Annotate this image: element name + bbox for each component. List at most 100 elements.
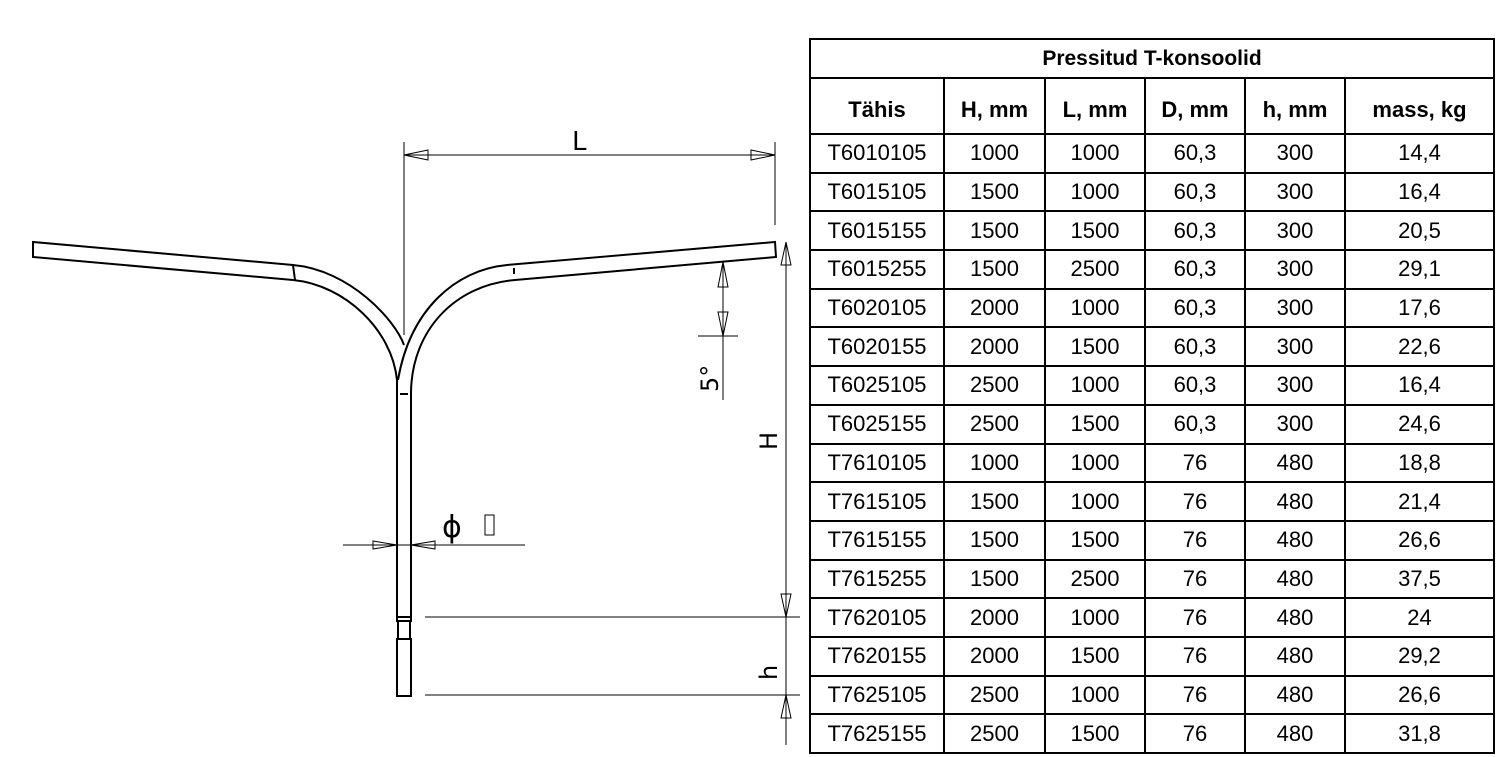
- cell-length: 1500: [1044, 635, 1146, 677]
- cell-base-height: 300: [1244, 171, 1346, 213]
- cell-length: 1000: [1044, 365, 1146, 406]
- cell-diameter: 60,3: [1144, 249, 1246, 290]
- cell-diameter: 76: [1144, 635, 1246, 677]
- cell-length: 1500: [1044, 713, 1146, 754]
- cell-length: 1000: [1044, 674, 1146, 716]
- column-header-diameter: D, mm: [1144, 77, 1246, 135]
- cell-diameter: 60,3: [1144, 403, 1246, 445]
- column-header-length: L, mm: [1044, 77, 1146, 135]
- cell-length: 2500: [1044, 558, 1146, 600]
- cell-diameter: 76: [1144, 597, 1246, 638]
- label-diameter: ϕ: [442, 510, 462, 545]
- cell-length: 2500: [1044, 249, 1146, 290]
- cell-code: T7625105: [809, 674, 945, 716]
- cell-code: T7615155: [809, 519, 945, 561]
- cell-length: 1500: [1044, 210, 1146, 252]
- cell-mass: 29,1: [1344, 249, 1495, 290]
- cell-height: 1500: [943, 249, 1046, 290]
- cell-mass: 26,6: [1344, 674, 1495, 716]
- cell-code: T7625155: [809, 713, 945, 754]
- cell-diameter: 60,3: [1144, 326, 1246, 368]
- cell-height: 1500: [943, 558, 1046, 600]
- cell-base-height: 480: [1244, 713, 1346, 754]
- label-h: h: [755, 665, 783, 680]
- cell-code: T6015155: [809, 210, 945, 252]
- label-angle: 5°: [696, 365, 724, 392]
- column-header-code: Tähis: [809, 77, 945, 135]
- cell-base-height: 300: [1244, 249, 1346, 290]
- cell-height: 1500: [943, 171, 1046, 213]
- cell-height: 1000: [943, 442, 1046, 484]
- cell-diameter: 60,3: [1144, 365, 1246, 406]
- cell-mass: 37,5: [1344, 558, 1495, 600]
- cell-diameter: 76: [1144, 481, 1246, 522]
- cell-height: 2500: [943, 365, 1046, 406]
- cell-mass: 16,4: [1344, 171, 1495, 213]
- cell-height: 1500: [943, 519, 1046, 561]
- cell-length: 1500: [1044, 326, 1146, 368]
- cell-length: 1000: [1044, 442, 1146, 484]
- cell-diameter: 76: [1144, 558, 1246, 600]
- column-header-base-height: h, mm: [1244, 77, 1346, 135]
- cell-mass: 29,2: [1344, 635, 1495, 677]
- cell-base-height: 300: [1244, 133, 1346, 174]
- column-header-height: H, mm: [943, 77, 1046, 135]
- cell-code: T7610105: [809, 442, 945, 484]
- cell-length: 1000: [1044, 287, 1146, 329]
- cell-mass: 22,6: [1344, 326, 1495, 368]
- t-bracket-drawing: L 5° H h ϕ: [32, 127, 800, 745]
- cell-base-height: 300: [1244, 287, 1346, 329]
- cell-mass: 24,6: [1344, 403, 1495, 445]
- cell-base-height: 300: [1244, 365, 1346, 406]
- cell-base-height: 480: [1244, 558, 1346, 600]
- cell-mass: 17,6: [1344, 287, 1495, 329]
- cell-diameter: 60,3: [1144, 171, 1246, 213]
- cell-length: 1000: [1044, 481, 1146, 522]
- cell-diameter: 76: [1144, 519, 1246, 561]
- cell-base-height: 480: [1244, 519, 1346, 561]
- cell-length: 1000: [1044, 133, 1146, 174]
- cell-length: 1000: [1044, 171, 1146, 213]
- cell-base-height: 480: [1244, 635, 1346, 677]
- dimension-lines: [343, 142, 800, 745]
- cell-mass: 24: [1344, 597, 1495, 638]
- cell-mass: 16,4: [1344, 365, 1495, 406]
- cell-base-height: 300: [1244, 210, 1346, 252]
- cell-height: 2500: [943, 713, 1046, 754]
- cell-base-height: 480: [1244, 442, 1346, 484]
- cell-mass: 21,4: [1344, 481, 1495, 522]
- label-H: H: [755, 432, 783, 450]
- cell-height: 2000: [943, 287, 1046, 329]
- cell-diameter: 76: [1144, 674, 1246, 716]
- cell-height: 2000: [943, 635, 1046, 677]
- cell-code: T7615105: [809, 481, 945, 522]
- cell-code: T6015255: [809, 249, 945, 290]
- cell-base-height: 480: [1244, 481, 1346, 522]
- cell-mass: 20,5: [1344, 210, 1495, 252]
- cell-diameter: 76: [1144, 713, 1246, 754]
- cell-base-height: 480: [1244, 597, 1346, 638]
- cell-diameter: 60,3: [1144, 133, 1246, 174]
- cell-code: T6020105: [809, 287, 945, 329]
- cell-height: 2500: [943, 674, 1046, 716]
- cell-diameter: 60,3: [1144, 287, 1246, 329]
- bracket-outline: [32, 240, 778, 697]
- cell-mass: 26,6: [1344, 519, 1495, 561]
- cell-code: T6020155: [809, 326, 945, 368]
- cell-code: T6015105: [809, 171, 945, 213]
- cell-height: 1500: [943, 210, 1046, 252]
